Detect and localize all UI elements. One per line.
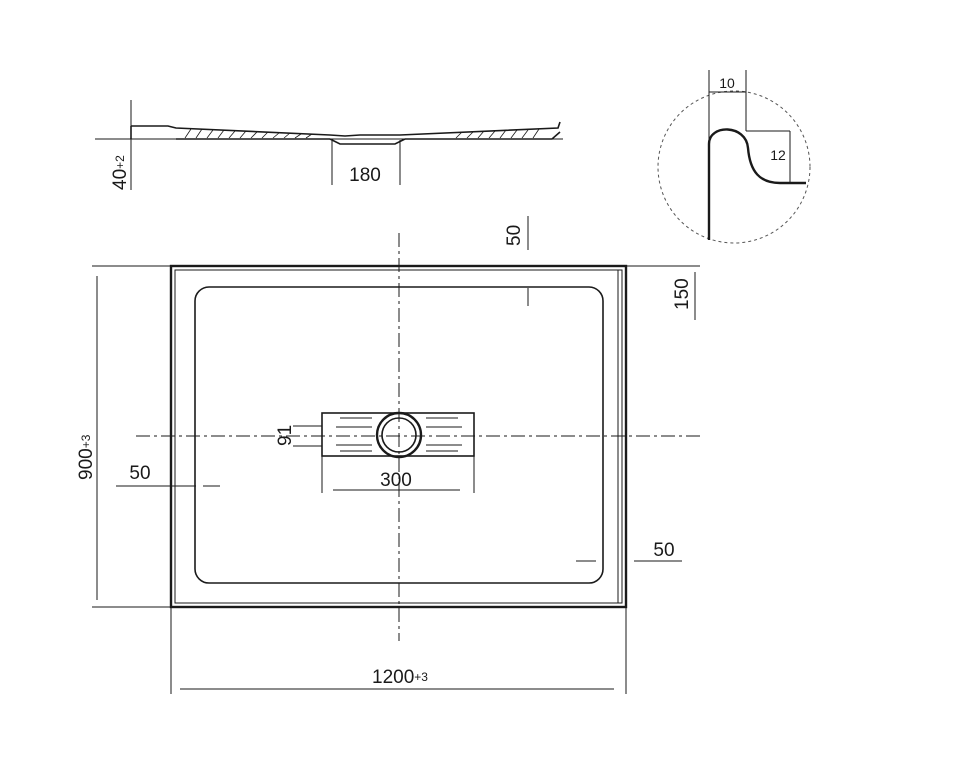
drain-channel-width-label: 91 bbox=[275, 425, 296, 446]
detail-top-label: 10 bbox=[719, 75, 735, 91]
section-height-label: 40+2 bbox=[110, 155, 131, 190]
plan-view: 91 300 50 150 50 50 900+3 bbox=[76, 216, 700, 694]
drain-inner-ring-icon bbox=[381, 417, 417, 453]
rim-left-label: 50 bbox=[129, 463, 150, 484]
detail-side-label: 12 bbox=[770, 147, 786, 163]
drain-channel-length-label: 300 bbox=[380, 470, 412, 491]
rim-bottom-right-label: 50 bbox=[653, 540, 674, 561]
overall-width-label: 1200+3 bbox=[372, 667, 428, 688]
section-hatching bbox=[184, 128, 540, 139]
edge-detail-view: 10 12 bbox=[657, 70, 811, 244]
drain-section-width-label: 180 bbox=[349, 165, 381, 186]
rim-right-label: 150 bbox=[672, 278, 693, 310]
rim-top-label: 50 bbox=[504, 225, 525, 246]
drain-outer-ring-icon bbox=[375, 411, 423, 459]
overall-depth-label: 900+3 bbox=[76, 434, 97, 480]
cross-section-view: 40+2 180 bbox=[95, 100, 563, 190]
drain-channel bbox=[321, 411, 475, 459]
